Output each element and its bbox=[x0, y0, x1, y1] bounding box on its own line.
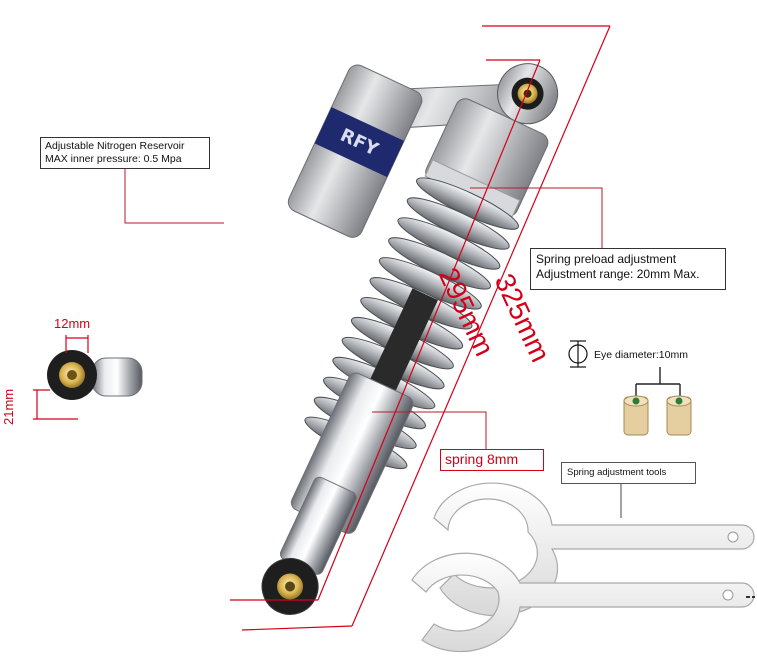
eye-detail bbox=[47, 350, 143, 400]
diameter-symbol-icon bbox=[568, 340, 588, 368]
reservoir-callout-line2: MAX inner pressure: 0.5 Mpa bbox=[45, 153, 182, 166]
eye-height-label: 21mm bbox=[1, 388, 16, 425]
reservoir-label bbox=[314, 107, 405, 178]
spring-callout-text: spring 8mm bbox=[445, 451, 519, 467]
preload-callout-line1: Spring preload adjustment bbox=[536, 252, 677, 266]
spring-callout: spring 8mm bbox=[440, 449, 544, 471]
reservoir-callout-line1: Adjustable Nitrogen Reservoir bbox=[45, 140, 185, 152]
eye-diameter-label: Eye diameter:10mm bbox=[594, 349, 688, 361]
callout-leaders bbox=[124, 168, 603, 450]
shock-absorber: RFY bbox=[261, 63, 559, 615]
bushing-leader bbox=[635, 367, 681, 400]
eye-width-label: 12mm bbox=[54, 316, 91, 331]
piston-rod bbox=[361, 288, 438, 409]
preload-callout: Spring preload adjustment Adjustment ran… bbox=[530, 248, 726, 290]
tools-callout-text: Spring adjustment tools bbox=[567, 467, 667, 478]
preload-callout-line2: Adjustment range: 20mm Max. bbox=[536, 267, 700, 281]
eye-dimension-lines bbox=[33, 335, 89, 420]
tools-callout: Spring adjustment tools bbox=[561, 462, 696, 484]
length-dimension-lines bbox=[230, 25, 611, 631]
reservoir-callout: Adjustable Nitrogen Reservoir MAX inner … bbox=[40, 137, 210, 169]
spare-bushings bbox=[623, 395, 692, 436]
spanner-tool-2 bbox=[411, 552, 755, 653]
